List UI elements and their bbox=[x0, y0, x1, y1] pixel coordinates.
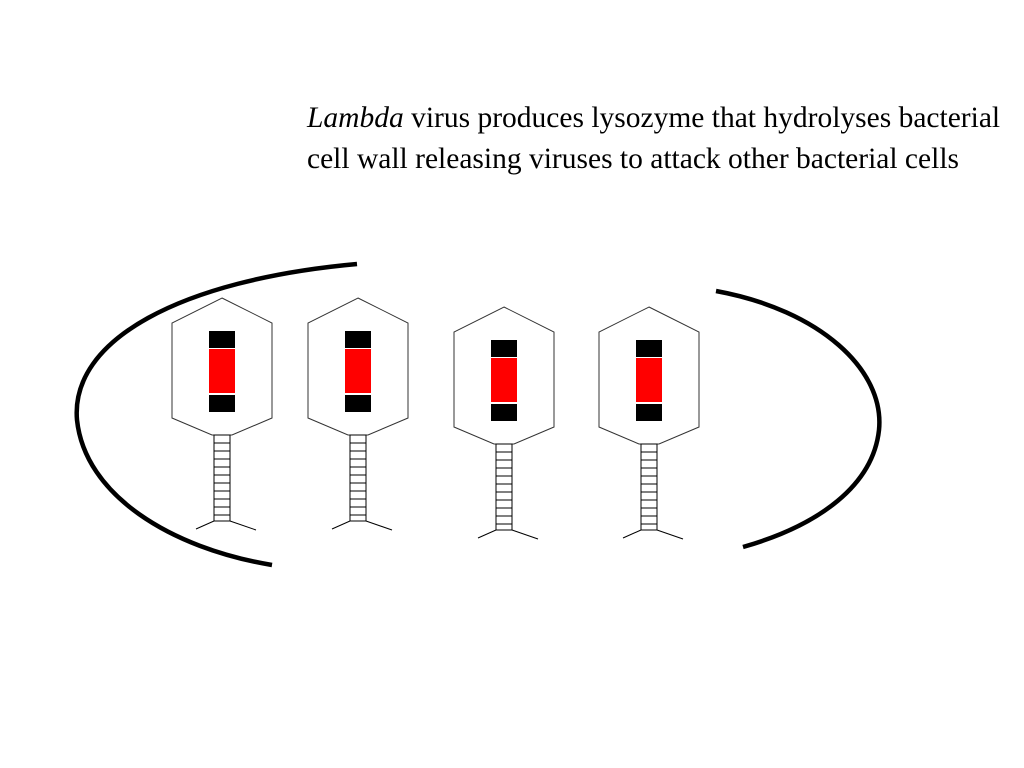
phage-1 bbox=[171, 297, 273, 531]
phage-2-tail-fiber-right bbox=[365, 520, 393, 531]
phage-group bbox=[171, 297, 700, 540]
phage-3-dna-core bbox=[491, 358, 517, 402]
phage-4 bbox=[598, 306, 700, 540]
phage-2-dna-core bbox=[345, 349, 371, 393]
phage-1-dna-top-cap bbox=[209, 331, 235, 348]
cell-wall-right-fragment bbox=[715, 288, 882, 550]
phage-1-dna-bottom-cap bbox=[209, 395, 235, 412]
phage-3-dna-top-cap bbox=[491, 340, 517, 357]
phage-4-dna-bottom-cap bbox=[636, 404, 662, 421]
phage-2-tail-fiber-left bbox=[331, 520, 351, 530]
phage-1-dna-core bbox=[209, 349, 235, 393]
phage-4-tail-sheath bbox=[640, 443, 658, 531]
phage-2-tail-sheath bbox=[349, 434, 367, 522]
phage-4-tail-fiber-left bbox=[622, 529, 642, 539]
phage-3-tail-sheath bbox=[495, 443, 513, 531]
caption-body: virus produces lysozyme that hydrolyses … bbox=[307, 102, 1001, 175]
phage-1-tail-sheath bbox=[213, 434, 231, 522]
phage-3-tail-fiber-left bbox=[477, 529, 497, 539]
phage-1-tail-fiber-left bbox=[195, 520, 215, 530]
phage-4-dna-core bbox=[636, 358, 662, 402]
phage-2-dna-top-cap bbox=[345, 331, 371, 348]
phage-3 bbox=[453, 306, 555, 540]
phage-3-dna-bottom-cap bbox=[491, 404, 517, 421]
caption-italic-word: Lambda bbox=[307, 102, 404, 134]
phage-3-tail-fiber-right bbox=[511, 529, 539, 540]
phage-2-dna-bottom-cap bbox=[345, 395, 371, 412]
phage-2 bbox=[307, 297, 409, 531]
phage-4-tail-fiber-right bbox=[656, 529, 684, 540]
caption-text: Lambda virus produces lysozyme that hydr… bbox=[307, 98, 1007, 179]
cell-wall-left-fragment bbox=[74, 261, 358, 568]
phage-4-dna-top-cap bbox=[636, 340, 662, 357]
phage-1-tail-fiber-right bbox=[229, 520, 257, 531]
